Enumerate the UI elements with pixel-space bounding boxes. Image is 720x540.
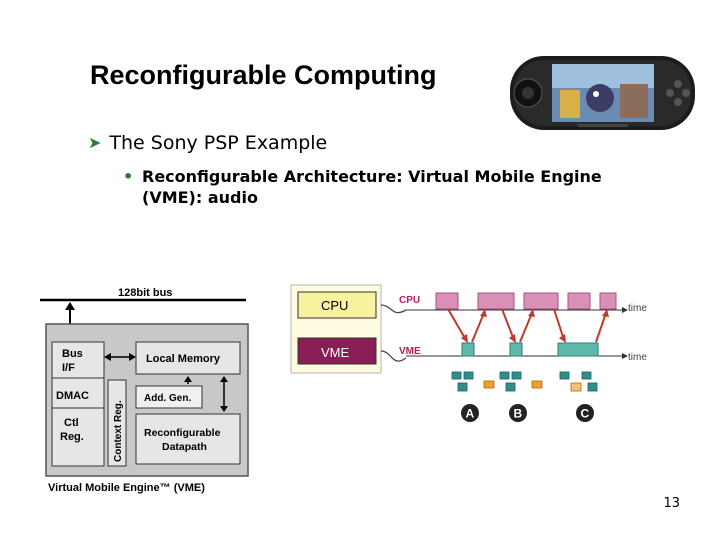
addr-gen-label: Add. Gen. — [144, 393, 191, 404]
bullet-level2-line2: (VME): audio — [142, 188, 258, 207]
bus-if-line2: I/F — [62, 362, 75, 374]
ctl-reg-line1: Ctl — [64, 417, 79, 429]
local-memory-box — [135, 341, 241, 375]
vme-box-label: VME — [321, 345, 350, 360]
config-c-badge — [576, 404, 594, 422]
slide-title: Reconfigurable Computing — [90, 60, 437, 90]
datapath-line1: Reconfigurable — [144, 427, 221, 439]
vme-segment — [461, 342, 475, 357]
cpu-segment — [477, 292, 515, 310]
cpu-box — [297, 291, 377, 319]
ctl-reg-line2: Reg. — [60, 431, 84, 443]
cpu-box-label: CPU — [321, 298, 348, 313]
control-column — [51, 341, 105, 467]
bullet-level2-line1: Reconfigurable Architecture: Virtual Mob… — [142, 167, 602, 186]
config-b-badge — [509, 404, 527, 422]
datapath-box — [135, 413, 241, 465]
config-b-label: B — [514, 407, 523, 421]
vme-block-diagram: 128bit bus Bus I/F DMAC Ctl Reg. Context… — [40, 287, 249, 494]
addr-gen-box — [135, 385, 203, 409]
psp-photo — [510, 56, 695, 130]
time-label-2: time — [628, 352, 647, 363]
arrow-bullet-icon: ➤ — [88, 133, 102, 152]
dmac-label: DMAC — [56, 390, 89, 402]
vme-box — [297, 337, 377, 365]
cpu-segment — [567, 292, 591, 310]
config-a-label: A — [466, 407, 475, 421]
config-c-label: C — [581, 407, 590, 421]
cpu-track-label: CPU — [399, 295, 420, 306]
cpu-segment — [523, 292, 559, 310]
vme-segment — [509, 342, 523, 357]
datapath-line2: Datapath — [162, 441, 207, 453]
context-reg-box — [107, 379, 127, 467]
interaction-arrows — [447, 308, 609, 343]
vme-caption: Virtual Mobile Engine™ (VME) — [48, 482, 205, 494]
page-number: 13 — [663, 496, 680, 511]
local-memory-label: Local Memory — [146, 353, 221, 365]
cpu-segment — [435, 292, 459, 310]
config-glyphs — [451, 371, 598, 392]
bus-label: 128bit bus — [118, 287, 172, 299]
dot-bullet-icon: • — [123, 167, 134, 186]
time-label-1: time — [628, 303, 647, 314]
bus-if-line1: Bus — [62, 348, 83, 360]
bullet-level1: ➤ The Sony PSP Example — [88, 132, 327, 154]
config-a-badge — [461, 404, 479, 422]
vme-segment — [557, 342, 599, 357]
context-reg-label: Context Reg. — [113, 400, 124, 462]
timeline-diagram: CPU VME CPU VME time time — [290, 284, 647, 422]
cpu-segment — [599, 292, 617, 310]
bullet-level1-text: The Sony PSP Example — [109, 132, 328, 154]
vme-track-label: VME — [399, 346, 421, 357]
